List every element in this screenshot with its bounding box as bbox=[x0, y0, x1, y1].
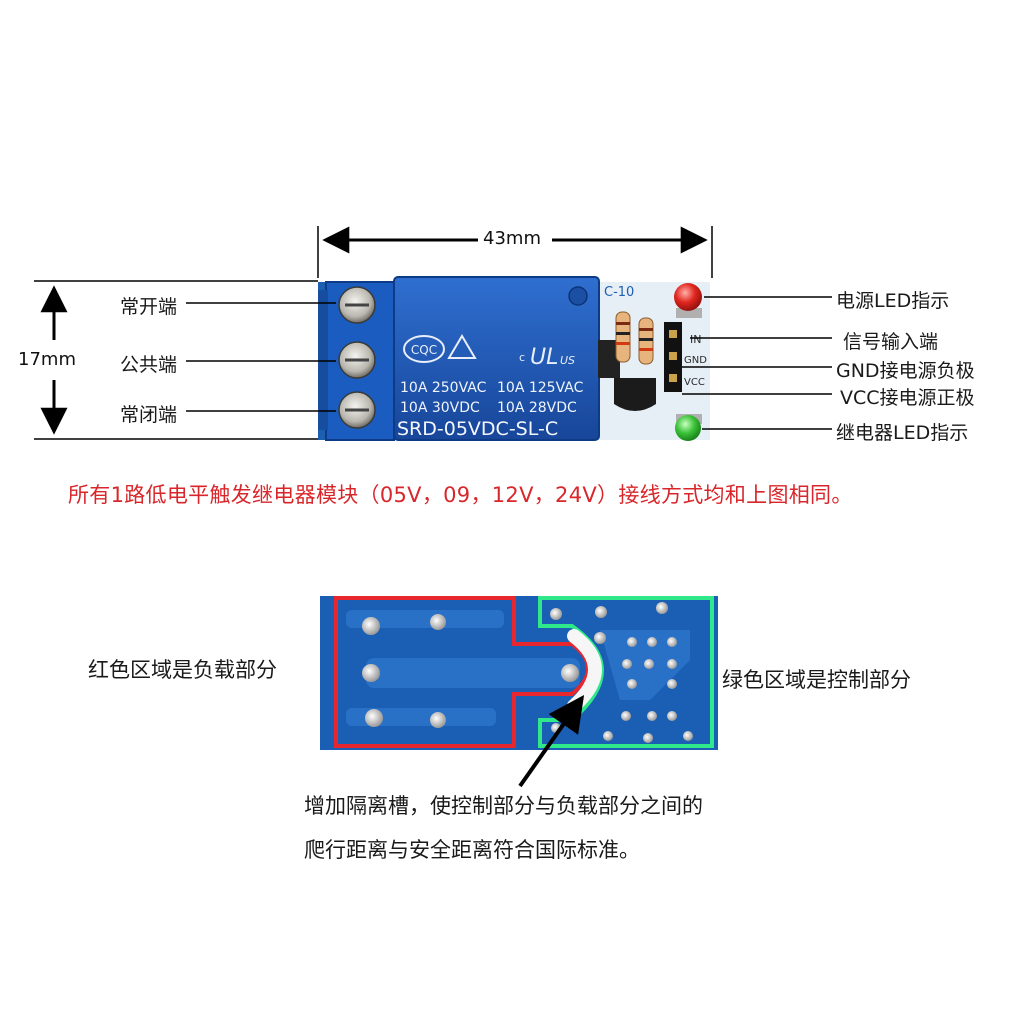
relay-model: SRD-05VDC-SL-C bbox=[397, 418, 558, 440]
label-normally-open: 常开端 bbox=[120, 296, 178, 318]
label-power-led: 电源LED指示 bbox=[836, 290, 950, 312]
label-control-area: 绿色区域是控制部分 bbox=[722, 668, 911, 692]
relay-rating-1r: 10A 125VAC bbox=[497, 380, 584, 396]
resistors bbox=[615, 311, 654, 365]
label-relay-led: 继电器LED指示 bbox=[836, 422, 969, 444]
slot-caption-line1: 增加隔离槽，使控制部分与负载部分之间的 bbox=[304, 794, 703, 818]
right-leaders bbox=[682, 296, 832, 430]
label-load-area: 红色区域是负载部分 bbox=[88, 658, 277, 682]
silk-c10: C-10 bbox=[604, 285, 634, 300]
silk-in: IN bbox=[690, 333, 701, 346]
us-mark: US bbox=[560, 354, 575, 367]
relay-led bbox=[675, 414, 702, 441]
c-mark: c bbox=[519, 351, 525, 364]
label-vcc: VCC接电源正极 bbox=[840, 387, 975, 409]
label-common: 公共端 bbox=[120, 354, 178, 376]
diode bbox=[598, 340, 620, 378]
left-leaders bbox=[186, 302, 336, 412]
ul-mark-icon: UL bbox=[530, 345, 558, 370]
warning-triangle-icon bbox=[447, 334, 477, 359]
terminal-screws bbox=[338, 286, 376, 429]
width-dimension bbox=[317, 226, 713, 278]
relay-rating-2r: 10A 28VDC bbox=[497, 400, 577, 416]
load-pads bbox=[362, 614, 579, 728]
relay-rating-2l: 10A 30VDC bbox=[400, 400, 480, 416]
width-label: 43mm bbox=[479, 228, 545, 249]
pcb-underside bbox=[320, 596, 718, 788]
label-signal-input: 信号输入端 bbox=[843, 331, 939, 353]
label-gnd: GND接电源负极 bbox=[836, 360, 975, 382]
relay-module: CQC c UL US 10A 250VAC 10A 125VAC 10A 30… bbox=[318, 276, 710, 441]
relay-rating-1l: 10A 250VAC bbox=[400, 380, 487, 396]
transistor bbox=[614, 378, 656, 411]
silk-vcc: VCC bbox=[684, 377, 705, 388]
wiring-note: 所有1路低电平触发继电器模块（05V，09，12V，24V）接线方式均和上图相同… bbox=[68, 483, 853, 507]
height-label: 17mm bbox=[14, 349, 80, 370]
pin-header bbox=[664, 322, 682, 392]
slot-pointer-arrow bbox=[518, 695, 585, 788]
label-normally-closed: 常闭端 bbox=[120, 404, 178, 426]
height-dimension bbox=[34, 280, 318, 440]
power-led bbox=[674, 283, 702, 318]
load-area-outline bbox=[334, 596, 590, 748]
silk-gnd: GND bbox=[684, 355, 707, 366]
cqc-logo: CQC bbox=[411, 343, 437, 357]
slot-caption-line2: 爬行距离与安全距离符合国际标准。 bbox=[304, 838, 640, 862]
